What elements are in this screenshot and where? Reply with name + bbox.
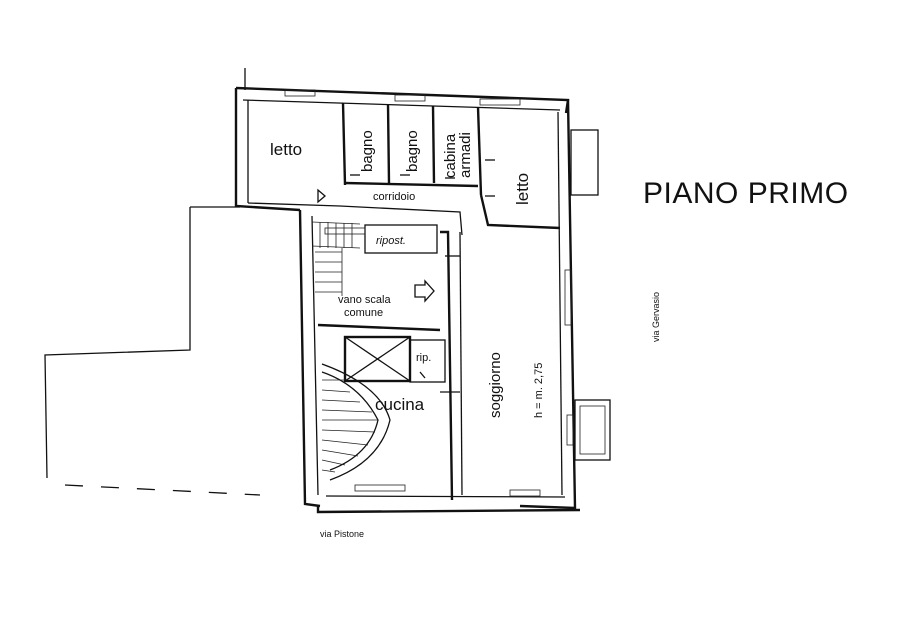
label-bagno-1: bagno <box>359 130 376 172</box>
label-letto-east: letto <box>513 173 532 205</box>
building-outline <box>234 86 581 514</box>
label-armadi: armadi <box>457 132 474 178</box>
label-via-gervasio: via Gervasio <box>651 292 661 342</box>
label-letto-west: letto <box>270 140 302 159</box>
label-soggiorno: soggiorno <box>487 352 504 418</box>
interior-walls <box>247 102 561 501</box>
label-bagno-2: bagno <box>404 130 421 172</box>
label-corridoio: corridoio <box>373 191 415 203</box>
label-ripostiglio: ripost. <box>376 235 406 247</box>
staircase <box>311 221 435 481</box>
page-title: PIANO PRIMO <box>643 177 849 210</box>
label-cucina: cucina <box>375 395 425 414</box>
label-rip: rip. <box>416 352 431 364</box>
label-comune: comune <box>344 307 383 319</box>
windows <box>284 89 574 497</box>
site-boundary <box>44 68 261 496</box>
door-marks <box>317 159 495 393</box>
balconies <box>570 129 611 461</box>
label-altezza: h = m. 2,75 <box>533 363 545 418</box>
label-vano-scala: vano scala <box>338 294 391 306</box>
room-labels: letto bagno bagno cabina armadi letto co… <box>270 130 545 418</box>
label-via-pistone: via Pistone <box>320 529 364 539</box>
label-cabina: cabina <box>442 133 459 178</box>
